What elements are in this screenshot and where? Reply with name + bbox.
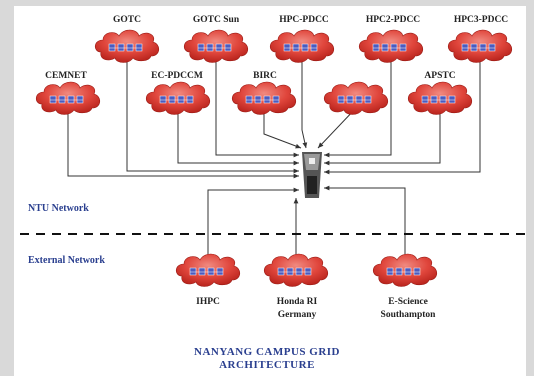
label-honda-location: Germany	[277, 310, 317, 320]
label-escience-location: Southampton	[380, 310, 436, 320]
cloud-hpc-pdcc	[269, 29, 335, 63]
label-ec-pdccm: EC-PDCCM	[151, 71, 203, 81]
diagram-title: NANYANG CAMPUS GRID ARCHITECTURE	[0, 346, 534, 372]
label-cemnet: CEMNET	[45, 71, 87, 81]
link-cemnet	[67, 110, 299, 179]
cloud-honda	[263, 253, 329, 287]
label-gotc: GOTC	[113, 15, 141, 25]
label-hpc-pdcc: HPC-PDCC	[279, 15, 329, 25]
cloud-apstc	[407, 81, 473, 115]
link-escience	[324, 185, 406, 258]
cloud-ihpc	[175, 253, 241, 287]
label-gotc-sun: GOTC Sun	[192, 15, 240, 25]
cloud-gotc-sun	[183, 29, 249, 63]
link-apstc	[324, 110, 441, 166]
label-ihpc: IHPC	[196, 297, 220, 307]
cloud-escience	[372, 253, 438, 287]
link-hpc2-pdcc	[324, 58, 392, 158]
label-hpc2-pdcc: HPC2-PDCC	[365, 15, 421, 25]
diagram-panel	[14, 6, 526, 376]
label-hpc3-pdcc: HPC3-PDCC	[453, 15, 509, 25]
label-escience: E-Science	[388, 297, 428, 307]
zone-label-ntu-network: NTU Network	[28, 203, 89, 214]
cloud-cemnet	[35, 81, 101, 115]
cloud-birc	[231, 81, 297, 115]
label-birc: BIRC	[253, 71, 277, 81]
cloud-ec-pdccm	[145, 81, 211, 115]
link-birc	[263, 110, 302, 149]
cloud-hpc2-pdcc	[358, 29, 424, 63]
label-apstc: APSTC	[424, 71, 456, 81]
link-hpc-pdcc	[301, 58, 308, 149]
cloud-unlabeled	[323, 81, 389, 115]
link-gotc-sun	[215, 58, 299, 158]
diagram-title-text: NANYANG CAMPUS GRID ARCHITECTURE	[194, 346, 340, 371]
link-ihpc	[207, 187, 299, 262]
link-hpc3-pdcc	[324, 58, 481, 175]
connections	[67, 58, 481, 262]
link-hpc-cloud	[317, 107, 357, 149]
link-ec-pdccm	[177, 110, 299, 166]
zone-label-external-network: External Network	[28, 255, 105, 266]
link-gotc	[126, 58, 299, 174]
cloud-hpc3-pdcc	[447, 29, 513, 63]
central-router-icon	[302, 152, 322, 198]
label-honda: Honda RI	[276, 297, 318, 307]
cloud-gotc	[94, 29, 160, 63]
